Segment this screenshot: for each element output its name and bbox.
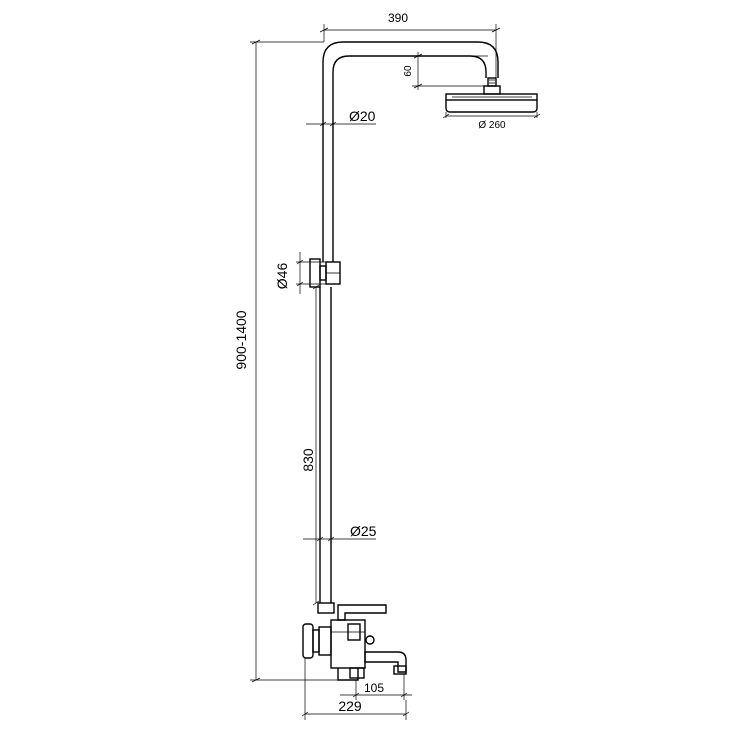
upper-riser <box>322 41 499 262</box>
dim-overall-height-label: 900-1400 <box>233 310 249 369</box>
dim-spout-length-label: 105 <box>364 681 384 695</box>
slide-bracket <box>309 258 341 288</box>
dim-head-drop <box>412 52 488 90</box>
dim-spout-length <box>340 674 412 700</box>
mixer-body <box>302 602 407 681</box>
shower-head <box>445 77 538 113</box>
dim-head-diameter-label: Ø 260 <box>478 120 506 131</box>
dim-upper-pipe <box>306 121 376 127</box>
dim-bracket-label: Ø46 <box>274 263 290 290</box>
dim-mixer-depth-label: 229 <box>338 698 362 714</box>
dim-overall-height <box>250 39 338 683</box>
dim-head-diameter <box>442 112 541 119</box>
dim-arm-reach <box>319 24 501 78</box>
dim-arm-reach-label: 390 <box>388 11 408 25</box>
dim-slide-length <box>312 284 320 606</box>
lower-riser <box>319 287 332 603</box>
dim-mixer-depth <box>301 658 410 720</box>
dim-slide-length-label: 830 <box>300 448 316 472</box>
dim-upper-pipe-label: Ø20 <box>349 108 376 124</box>
dim-head-drop-label: 60 <box>403 65 414 77</box>
dim-bracket <box>296 252 326 294</box>
dim-lower-pipe <box>303 536 376 542</box>
dim-lower-pipe-label: Ø25 <box>350 523 377 539</box>
